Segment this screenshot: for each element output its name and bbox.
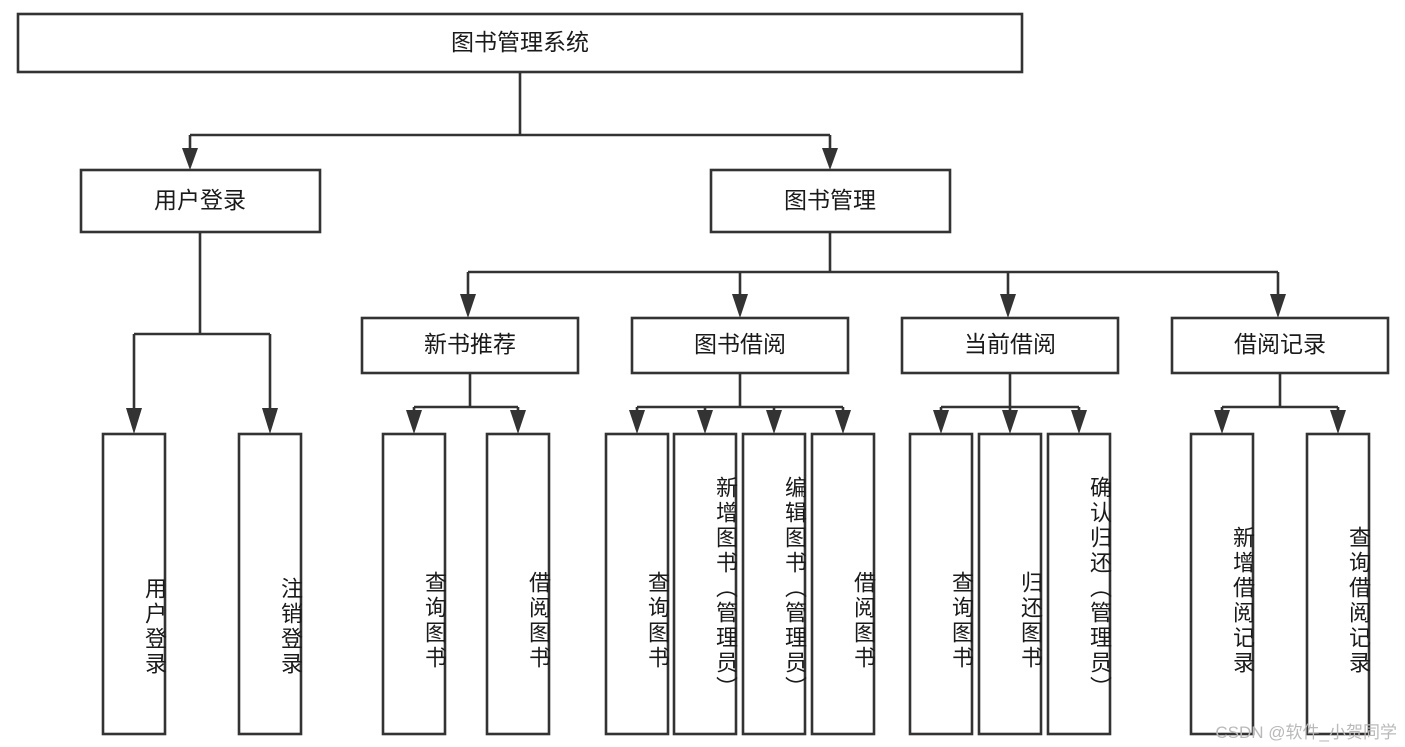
connector-currentborrow-to-leaves (933, 373, 1087, 434)
node-root-box[interactable] (16, 12, 1024, 74)
node-book-management[interactable]: 图书管理 (709, 168, 952, 234)
connector-borrowrecord-to-leaves (1214, 373, 1346, 434)
node-root[interactable]: 图书管理系统 (16, 12, 1024, 74)
node-user-login-box[interactable] (79, 168, 322, 234)
node-new-book-recommend-box[interactable] (360, 316, 580, 375)
connector-newbook-to-leaves (406, 373, 526, 434)
node-book-borrow-box[interactable] (630, 316, 850, 375)
node-leaf-edit-book-box[interactable] (741, 432, 807, 736)
node-leaf-query-book-1-box[interactable] (381, 432, 447, 736)
connector-bookmgmt-to-level3 (460, 232, 1286, 318)
node-leaf-query-book-2-box[interactable] (604, 432, 670, 736)
node-leaf-add-book-box[interactable] (672, 432, 738, 736)
node-leaf-query-record-box[interactable] (1305, 432, 1371, 736)
node-book-management-box[interactable] (709, 168, 952, 234)
node-leaf-borrow-book-1-box[interactable] (485, 432, 551, 736)
node-new-book-recommend-label: 新书推荐 (424, 331, 516, 357)
node-borrow-record-box[interactable] (1170, 316, 1390, 375)
node-leaf-logout-box[interactable] (237, 432, 303, 736)
csdn-watermark: CSDN @软件_小贺同学 (1215, 723, 1397, 742)
node-current-borrow[interactable]: 当前借阅 (900, 316, 1120, 375)
connector-bookborrow-to-leaves (629, 373, 851, 434)
node-current-borrow-label: 当前借阅 (964, 331, 1056, 357)
node-leaf-borrow-book-2-box[interactable] (810, 432, 876, 736)
node-user-login-label: 用户登录 (154, 187, 246, 213)
node-leaf-return-book-box[interactable] (977, 432, 1043, 736)
node-book-borrow[interactable]: 图书借阅 (630, 316, 850, 375)
leaf-boxes (101, 432, 1371, 736)
node-new-book-recommend[interactable]: 新书推荐 (360, 316, 580, 375)
node-leaf-query-book-3-box[interactable] (908, 432, 974, 736)
node-root-label: 图书管理系统 (451, 29, 589, 55)
node-leaf-confirm-return-box[interactable] (1046, 432, 1112, 736)
connector-root-to-level2 (182, 72, 838, 170)
node-borrow-record-label: 借阅记录 (1234, 331, 1326, 357)
connector-userlogin-to-leaves (126, 232, 278, 434)
node-current-borrow-box[interactable] (900, 316, 1120, 375)
node-user-login[interactable]: 用户登录 (79, 168, 322, 234)
node-book-management-label: 图书管理 (784, 187, 876, 213)
node-leaf-add-record-box[interactable] (1189, 432, 1255, 736)
node-book-borrow-label: 图书借阅 (694, 331, 786, 357)
node-leaf-user-login-box[interactable] (101, 432, 167, 736)
node-borrow-record[interactable]: 借阅记录 (1170, 316, 1390, 375)
